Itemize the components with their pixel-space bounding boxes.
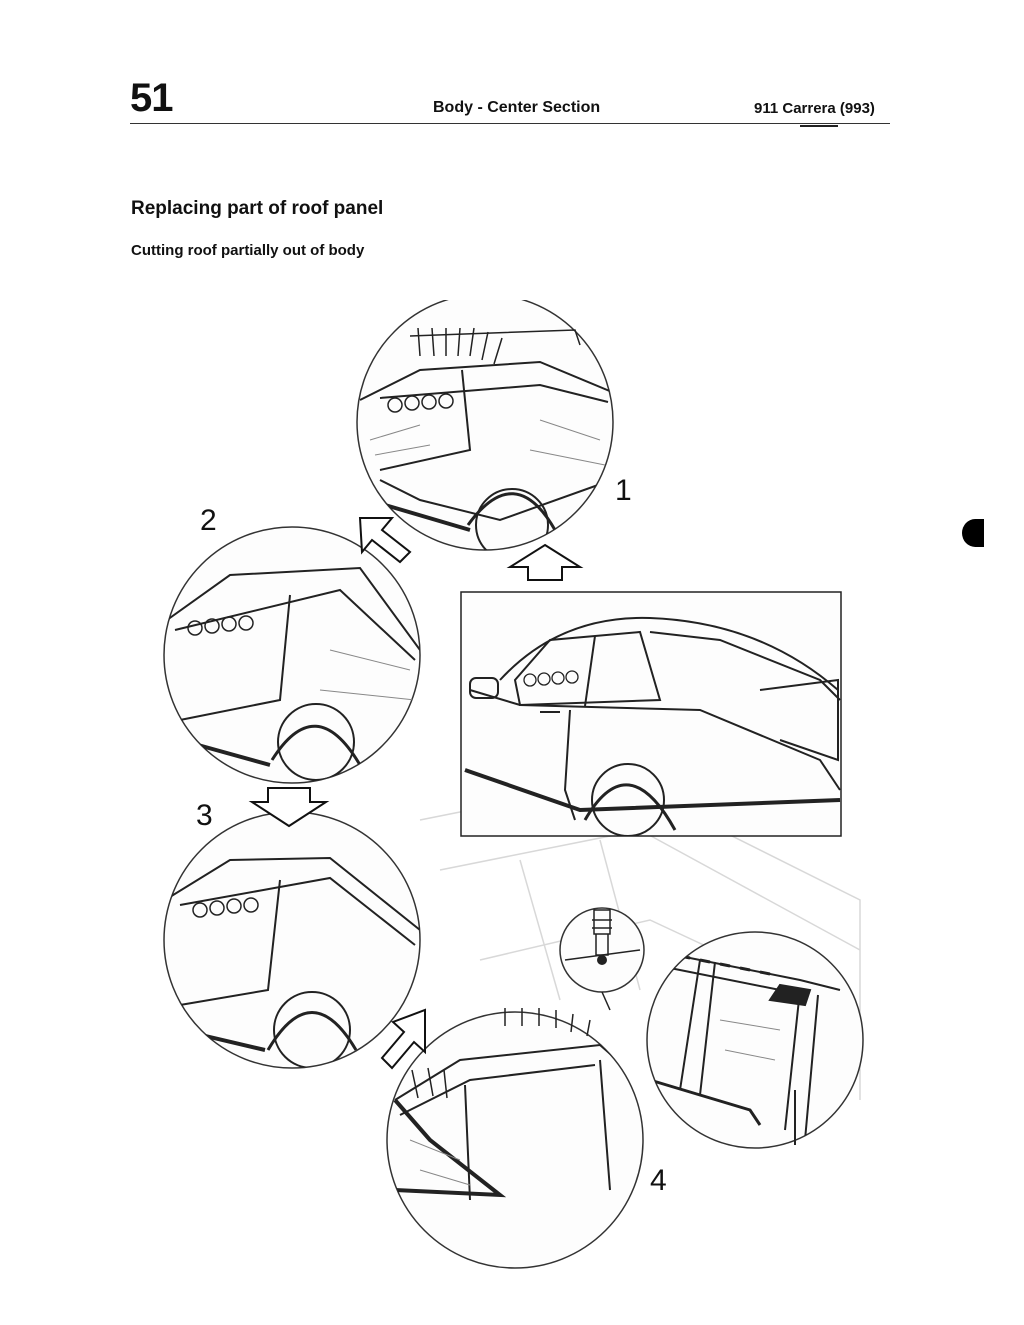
header-tick	[800, 125, 838, 127]
car-overview-view	[460, 591, 842, 837]
margin-marker	[962, 519, 984, 547]
step-label-3: 3	[196, 799, 213, 832]
procedure-subheading: Cutting roof partially out of body	[131, 242, 365, 259]
step-4-detail	[386, 1008, 644, 1269]
arrow-3-to-4	[380, 1008, 426, 1070]
drill-detail	[559, 907, 645, 993]
step-label-2: 2	[200, 504, 217, 537]
procedure-heading: Replacing part of roof panel	[131, 198, 384, 219]
arrow-view-to-1	[506, 543, 584, 581]
header-rule	[130, 123, 890, 124]
step-1-detail	[356, 300, 614, 551]
step-label-1: 1	[615, 474, 632, 507]
section-title: Body - Center Section	[433, 99, 601, 116]
arrow-1-to-2	[358, 517, 412, 564]
roof-cutting-illustration: 1 2 3 4	[163, 300, 864, 1269]
arrow-2-to-3	[248, 787, 330, 828]
step-2-detail	[163, 526, 421, 784]
roof-pillar-detail	[601, 931, 864, 1149]
step-label-4: 4	[650, 1164, 667, 1197]
page-number: 51	[130, 76, 173, 120]
model-name: 911 Carrera (993)	[754, 100, 875, 117]
step-3-detail	[163, 811, 421, 1069]
